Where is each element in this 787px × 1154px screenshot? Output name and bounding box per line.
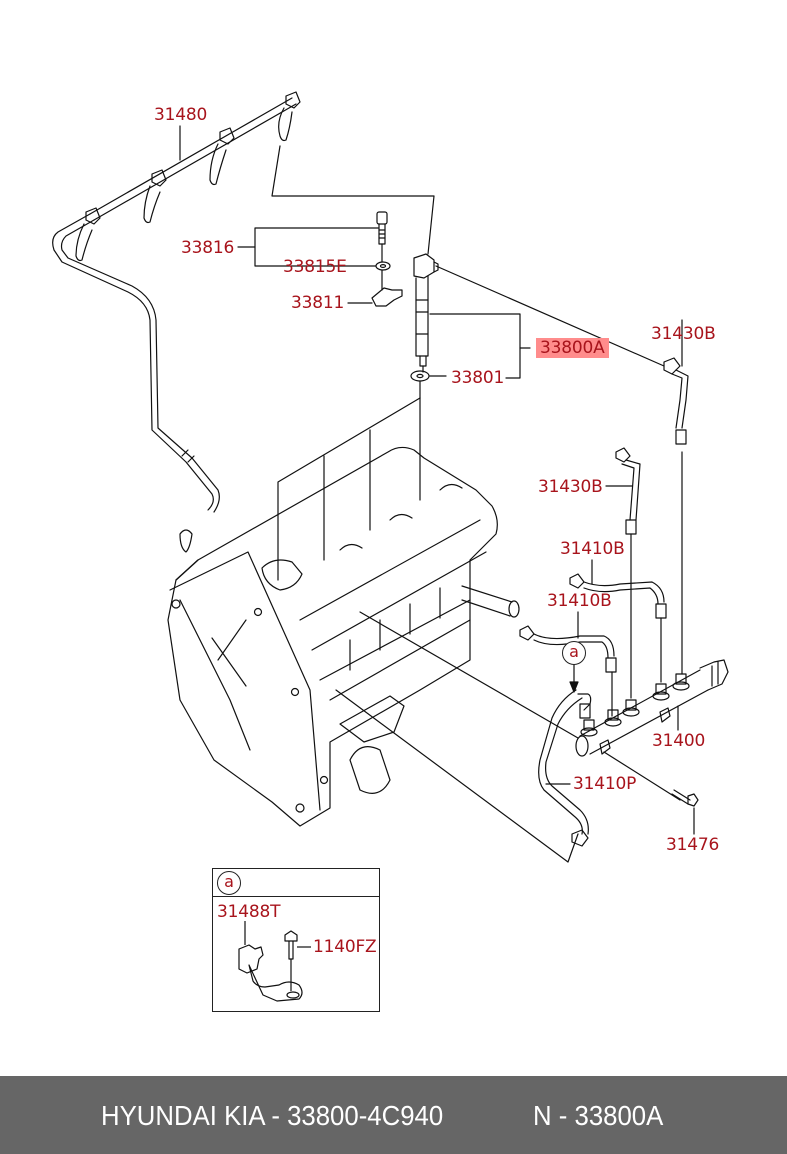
detail-inset-a: a 31488T 1140FZ [212, 868, 380, 1012]
diagram-drawing [52, 91, 729, 863]
callout-31410P[interactable]: 31410P [573, 774, 637, 794]
callout-1140FZ[interactable]: 1140FZ [313, 937, 377, 957]
callout-31430B-upper[interactable]: 31430B [651, 324, 716, 344]
common-rail [575, 659, 729, 835]
inset-marker-a: a [217, 871, 241, 895]
inset-header: a [213, 869, 379, 897]
injector-clamp-group [237, 211, 403, 307]
pipe-31430B-lower [605, 447, 641, 699]
callout-31410B-lower[interactable]: 31410B [547, 591, 612, 611]
callout-31476[interactable]: 31476 [666, 835, 720, 855]
parts-diagram: 31480 33816 33815E 33811 33800A 33801 31… [52, 91, 729, 1012]
pipe-31410B-upper [569, 559, 667, 683]
injector [410, 253, 665, 399]
pipe-31430B-upper [663, 319, 689, 675]
engine-block [167, 446, 579, 863]
engine-leader-lines [277, 397, 421, 581]
callout-31400[interactable]: 31400 [652, 731, 706, 751]
footer-bar: HYUNDAI KIA - 33800-4C940 N - 33800A [0, 1076, 787, 1154]
callout-33811[interactable]: 33811 [291, 293, 345, 313]
callout-33815E[interactable]: 33815E [283, 257, 347, 277]
reference-marker-a[interactable]: a [562, 641, 586, 665]
callout-31488T[interactable]: 31488T [217, 902, 281, 922]
callout-33816[interactable]: 33816 [181, 238, 235, 258]
footer-part-number: HYUNDAI KIA - 33800-4C940 [101, 1100, 444, 1131]
callout-31480[interactable]: 31480 [154, 105, 208, 125]
callout-31430B-lower[interactable]: 31430B [538, 477, 603, 497]
callout-33801[interactable]: 33801 [451, 368, 505, 388]
footer-reference: N - 33800A [533, 1100, 664, 1131]
bracket-drawing [238, 921, 311, 1002]
pipe-31410B-lower [519, 611, 617, 717]
pipe-31410P [538, 663, 592, 847]
return-hose-assembly [52, 91, 435, 513]
callout-33800A[interactable]: 33800A [536, 338, 609, 358]
callout-31410B-upper[interactable]: 31410B [560, 539, 625, 559]
